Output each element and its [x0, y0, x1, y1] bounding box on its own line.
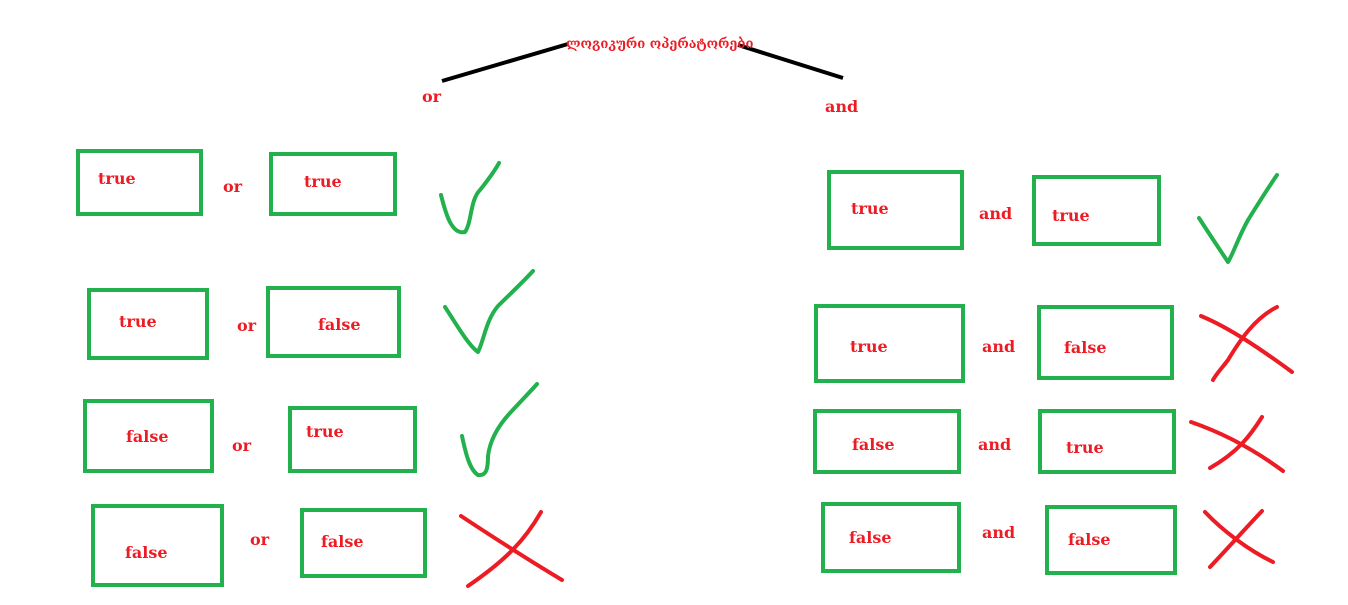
or-row-4-right-box [300, 508, 427, 578]
or-section-header: or [422, 87, 442, 106]
or-row-4-right-value: false [321, 532, 364, 551]
and-row-4-left-value: false [849, 528, 892, 547]
and-row-3-operator: and [978, 435, 1012, 454]
cross-icon [1189, 415, 1285, 473]
check-icon [439, 161, 501, 235]
and-row-1-left-box [827, 170, 964, 250]
check-icon [1197, 173, 1279, 264]
and-row-1-operator: and [979, 204, 1013, 223]
check-icon [460, 382, 539, 478]
and-row-3-left-box [813, 409, 961, 474]
and-row-2-right-value: false [1064, 338, 1107, 357]
connector-line-or [441, 42, 569, 83]
and-row-2-left-value: true [850, 337, 888, 356]
or-row-4-left-box [91, 504, 224, 587]
diagram-title: ლოგიკური ოპერატორები [566, 37, 754, 52]
and-row-2-operator: and [982, 337, 1016, 356]
and-row-2-left-box [814, 304, 965, 383]
and-row-1-left-value: true [851, 199, 889, 218]
and-row-4-right-box [1045, 505, 1177, 575]
or-row-3-right-box [288, 406, 417, 473]
and-row-4-left-box [821, 502, 961, 573]
and-row-3-right-value: true [1066, 438, 1104, 457]
and-section-header: and [825, 97, 859, 116]
and-row-1-right-value: true [1052, 206, 1090, 225]
cross-icon [1203, 509, 1275, 569]
or-row-3-left-value: false [126, 427, 169, 446]
or-row-3-left-box [83, 399, 214, 473]
or-row-3-operator: or [232, 436, 252, 455]
connector-line-and [737, 43, 844, 80]
and-row-4-operator: and [982, 523, 1016, 542]
and-row-2-right-box [1037, 305, 1174, 380]
or-row-4-operator: or [250, 530, 270, 549]
and-row-3-right-box [1038, 409, 1176, 474]
and-row-4-right-value: false [1068, 530, 1111, 549]
or-row-1-right-box [269, 152, 397, 216]
or-row-1-right-value: true [304, 172, 342, 191]
and-row-1-right-box [1032, 175, 1161, 246]
and-row-3-left-value: false [852, 435, 895, 454]
or-row-1-operator: or [223, 177, 243, 196]
or-row-1-left-value: true [98, 169, 136, 188]
or-row-2-operator: or [237, 316, 257, 335]
or-row-4-left-value: false [125, 543, 168, 562]
or-row-2-left-value: true [119, 312, 157, 331]
or-row-3-right-value: true [306, 422, 344, 441]
check-icon [443, 269, 535, 354]
or-row-2-left-box [87, 288, 209, 360]
cross-icon [459, 510, 564, 588]
or-row-2-right-box [266, 286, 401, 358]
or-row-2-right-value: false [318, 315, 361, 334]
or-row-1-left-box [76, 149, 203, 216]
cross-icon [1199, 305, 1294, 382]
